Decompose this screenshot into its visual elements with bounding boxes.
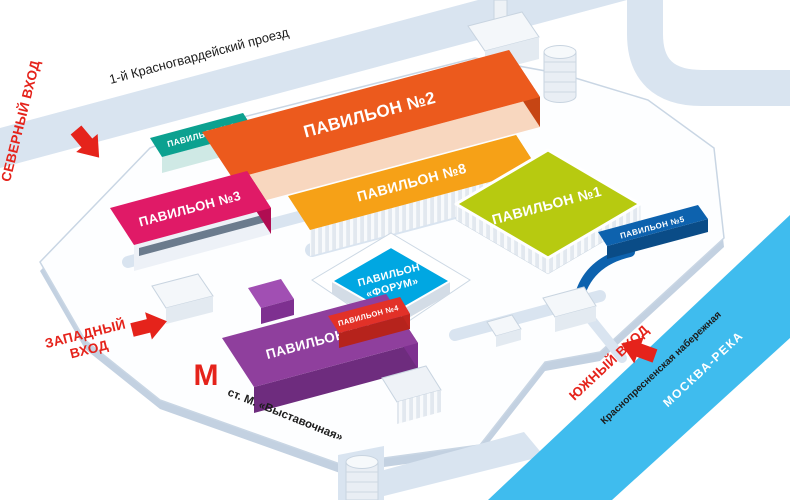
service-box-east-wall [555, 306, 596, 332]
northeast-road-curve [627, 0, 790, 106]
pavilion-4-roof [328, 297, 410, 333]
south-tank-ribs [346, 471, 378, 493]
pavilion-3-roof [110, 171, 271, 245]
pavilion-2-roof [202, 50, 540, 179]
gas-tank-south [345, 455, 379, 500]
pavilion-4-wall [339, 314, 410, 348]
south-entrance-arrow-icon [621, 337, 658, 364]
pavilion-1: ПАВИЛЬОН №1 [454, 148, 642, 275]
metro-logo-icon: М [194, 359, 219, 392]
pavilion-1-roof [454, 148, 642, 260]
south-tank-top [345, 455, 379, 469]
roads-layer [0, 0, 790, 168]
pavilion-2-wall [233, 97, 540, 209]
north-street-road [0, 0, 627, 168]
pavilion-7-connector [248, 279, 294, 324]
pavilion-7-connector-wall [261, 299, 294, 324]
pavilion-5: ПАВИЛЬОН №5 [598, 205, 708, 259]
pavilion-7-wall [254, 343, 418, 413]
west-entrance-arrow-icon [130, 312, 167, 340]
ribbed-building-wall [397, 390, 441, 424]
service-box-west-wall [166, 296, 213, 324]
tank-top [543, 45, 577, 59]
ribbed-building [381, 365, 442, 424]
pavilion-6-roof [150, 113, 255, 157]
service-box-east [542, 286, 597, 332]
pavilion-5-wall [607, 219, 708, 259]
north-entrance-arrow-icon [70, 125, 100, 158]
service-box-center [486, 314, 522, 347]
service-box-center-wall [496, 329, 521, 347]
pavilion-5-roof [598, 205, 708, 246]
pavilion-8-roof [288, 135, 538, 230]
gas-tank-north [543, 45, 577, 103]
tank-ribs [544, 61, 576, 93]
tank-body [543, 51, 577, 103]
pavilion-3-window-band [139, 214, 266, 256]
service-box-west [151, 273, 214, 324]
bottom-road-diagonal [384, 432, 544, 496]
pavilion-7-connector-roof [248, 279, 294, 308]
